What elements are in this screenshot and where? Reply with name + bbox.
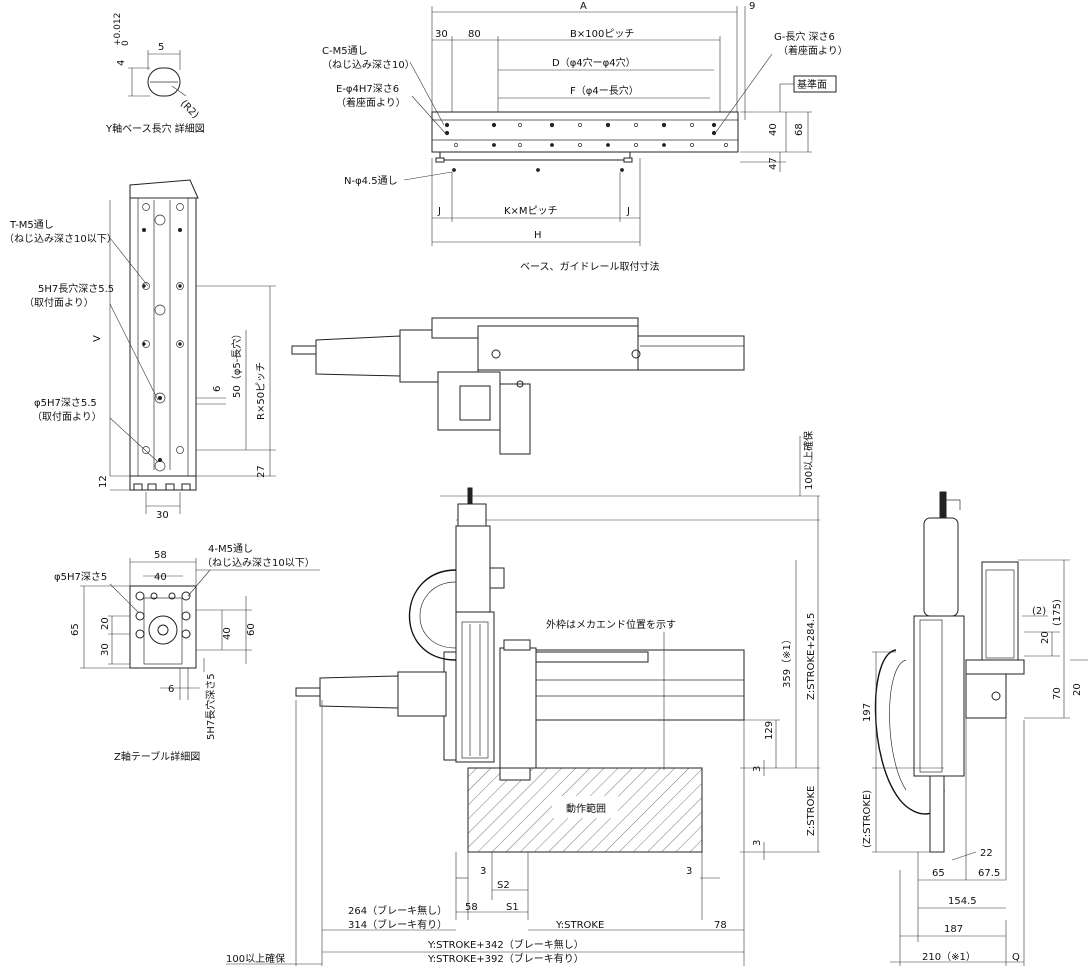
dim-175: (175) (1052, 599, 1063, 626)
dim-total2: Y:STROKE+392（ブレーキ有り） (427, 952, 584, 965)
dim-20b: 20 (1072, 683, 1083, 696)
dim-6-z: 6 (168, 684, 174, 695)
dim-20: 20 (100, 617, 111, 630)
label-g-seat: （着座面より） (778, 44, 848, 57)
dim-j-right: J (626, 206, 630, 217)
outer-note: 外枠はメカエンド位置を示す (546, 618, 676, 631)
label-e: E-φ4H7深さ6 (336, 83, 399, 95)
dim-kxm: K×Mピッチ (504, 205, 558, 217)
dim-30-ybase: 30 (156, 510, 169, 521)
actuator-top-view (291, 317, 745, 455)
label-tm5-depth: （ねじ込み深さ10以下） (4, 233, 117, 245)
label-g: G-長穴 深さ6 (774, 30, 835, 43)
side-view: (175) (2) 20 70 20 197 (Z:STROKE) 22 65 … (862, 491, 1088, 966)
motion-area-label: 動作範囲 (566, 802, 606, 815)
tol-upper: +0.012 (113, 13, 123, 46)
dim-70: 70 (1052, 687, 1063, 700)
dim-rpitch: R×50ピッチ (255, 362, 267, 420)
dim-s1: S1 (506, 902, 519, 913)
dim-58: 58 (154, 550, 167, 561)
label-h7-5: φ5H7深さ5 (54, 571, 107, 583)
label-n45: N-φ4.5通し (344, 175, 398, 187)
dim-j-left: J (437, 206, 441, 217)
dim-65-side: 65 (932, 868, 945, 879)
label-slot: 5H7長穴深さ5.5 (38, 282, 114, 295)
dim-zstroke-front: Z:STROKE (806, 786, 817, 836)
label-tm5: T-M5通し (9, 219, 54, 231)
dim-47: 47 (768, 157, 779, 170)
base-guide-drawing: A 9 30 80 B×100ピッチ D（φ4穴ーφ4穴） F（φ4ー長穴） (322, 1, 848, 273)
label-e-seat: （着座面より） (336, 96, 406, 109)
dim-1545: 154.5 (948, 896, 977, 907)
front-view: 動作範囲 外枠はメカエンド位置を示す 129 359（※1） Z:STROKE+… (226, 431, 820, 966)
dim-d: D（φ4穴ーφ4穴） (552, 56, 636, 69)
z-table-detail: 58 40 4-M5通し （ねじ込み深さ10以下） φ5H7深さ5 65 20 … (54, 543, 320, 763)
tol-lower: 0 (121, 40, 131, 46)
label-cm5-depth: （ねじ込み深さ10） (322, 59, 415, 71)
dim-total1: Y:STROKE+342（ブレーキ無し） (427, 938, 584, 951)
dim-brake: 314（ブレーキ有り） (348, 918, 447, 931)
dim-65: 65 (70, 623, 81, 636)
dim-197: 197 (862, 703, 873, 722)
label-m5-depth: （ねじ込み深さ10以下） (202, 557, 315, 569)
base-caption: ベース、ガイドレール取付寸法 (520, 260, 660, 273)
y-slot-title: Y軸ベース長穴 詳細図 (105, 122, 205, 135)
dim-q: Q (1012, 952, 1020, 963)
dim-3d: 3 (686, 866, 692, 877)
dim-60: 60 (246, 623, 257, 636)
dim-27: 27 (256, 465, 267, 478)
label-kijun: 基準面 (797, 78, 827, 91)
y-base-drawing: T-M5通し （ねじ込み深さ10以下） 5H7長穴深さ5.5 （取付面より） φ… (4, 179, 276, 521)
dim-22: 22 (980, 848, 993, 859)
dim-68: 68 (794, 123, 805, 136)
dim-r2: (R2) (178, 98, 201, 121)
dim-3c: 3 (480, 866, 486, 877)
dim-9: 9 (749, 1, 755, 12)
dim-30-z: 30 (100, 643, 111, 656)
dim-3b: 3 (752, 840, 763, 846)
dim-6: 6 (212, 386, 223, 392)
dim-zstroke284: Z:STROKE+284.5 (806, 613, 817, 700)
dim-2: (2) (1032, 606, 1046, 617)
dim-ystroke: Y:STROKE (555, 920, 604, 931)
dim-h: H (534, 230, 542, 241)
label-hole-face: （取付面より） (32, 410, 102, 423)
keep100-top: 100以上確保 (802, 431, 815, 490)
label-slot-z: 5H7長穴深さ5 (204, 673, 217, 740)
dim-58-front: 58 (465, 902, 478, 913)
label-slot-face: （取付面より） (24, 296, 94, 309)
dim-12: 12 (98, 475, 109, 488)
dim-3a: 3 (752, 766, 763, 772)
dim-80: 80 (468, 29, 481, 40)
dim-675: 67.5 (978, 868, 1000, 879)
dim-s2: S2 (497, 880, 510, 891)
dim-78: 78 (714, 920, 727, 931)
label-hole: φ5H7深さ5.5 (34, 397, 97, 409)
dim-A: A (580, 1, 587, 12)
dim-40-top: 40 (154, 572, 167, 583)
dim-129: 129 (764, 721, 775, 740)
label-m5: 4-M5通し (208, 543, 253, 555)
dim-50: 50（φ5-長穴） (230, 329, 243, 398)
dim-4: 4 (116, 60, 127, 66)
dim-f: F（φ4ー長穴） (570, 84, 639, 97)
z-table-title: Z軸テーブル詳細図 (114, 750, 200, 763)
dim-zstroke-side: (Z:STROKE) (862, 790, 873, 848)
dim-20a: 20 (1040, 631, 1051, 644)
dim-bpitch: B×100ピッチ (570, 28, 634, 40)
dim-5: 5 (158, 42, 164, 53)
dim-210: 210（※1） (922, 951, 976, 963)
y-slot-detail: 5 4 +0.012 0 (R2) Y軸ベース長穴 詳細図 (105, 13, 205, 135)
keep100-bottom: 100以上確保 (226, 952, 285, 965)
dim-30: 30 (435, 29, 448, 40)
dim-40: 40 (768, 123, 779, 136)
dim-359: 359（※1） (781, 634, 793, 688)
label-cm5: C-M5通し (322, 45, 368, 57)
dim-40-right: 40 (222, 627, 233, 640)
dim-187: 187 (944, 924, 963, 935)
dim-v: V (92, 335, 103, 342)
dim-nobrake: 264（ブレーキ無し） (348, 904, 447, 917)
